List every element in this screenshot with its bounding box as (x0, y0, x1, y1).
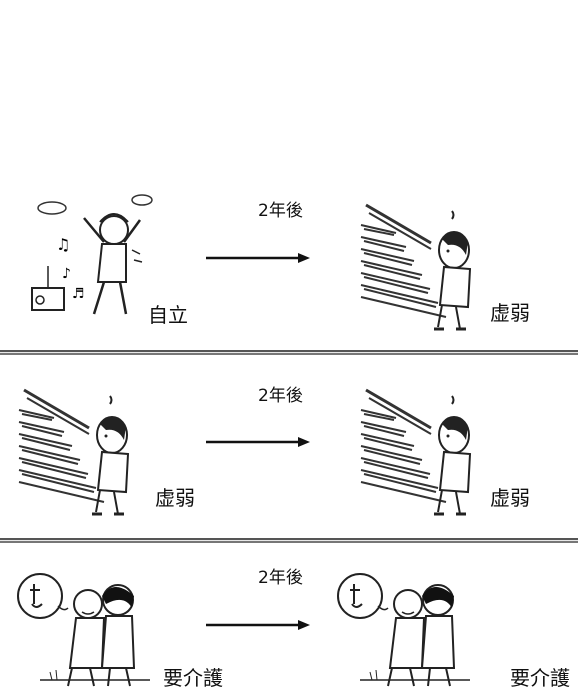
arrow-icon (206, 435, 312, 449)
state-label-before: 虚弱 (155, 486, 195, 510)
transition-row-3: 要介護 2年後 要介護 (0, 548, 578, 692)
caregiver-supporting-elder-icon (337, 573, 471, 687)
state-label-after: 虚弱 (490, 301, 530, 325)
caregiver-supporting-elder-icon (17, 573, 151, 687)
period-label: 2年後 (258, 386, 303, 406)
state-label-after: 虚弱 (490, 486, 530, 510)
transition-row-1: ♫ ♪ ♬ 自立 2年後 虚弱 (0, 185, 578, 347)
svg-text:♫: ♫ (56, 235, 70, 254)
state-label-before: 要介護 (163, 666, 223, 690)
period-label: 2年後 (258, 568, 303, 588)
dancing-elderly-woman-icon: ♫ ♪ ♬ (31, 194, 153, 315)
row-divider (0, 350, 578, 355)
row-divider (0, 538, 578, 543)
svg-text:♪: ♪ (62, 266, 71, 282)
svg-text:♬: ♬ (72, 286, 85, 302)
woman-climbing-stairs-icon (359, 388, 472, 516)
transition-row-2: 虚弱 2年後 虚弱 (0, 360, 578, 535)
state-label-after: 要介護 (510, 666, 570, 690)
arrow-icon (206, 251, 312, 265)
arrow-icon (206, 618, 312, 632)
woman-climbing-stairs-icon (17, 388, 130, 516)
period-label: 2年後 (258, 201, 303, 221)
woman-climbing-stairs-icon (359, 203, 472, 331)
state-label-before: 自立 (148, 303, 188, 327)
